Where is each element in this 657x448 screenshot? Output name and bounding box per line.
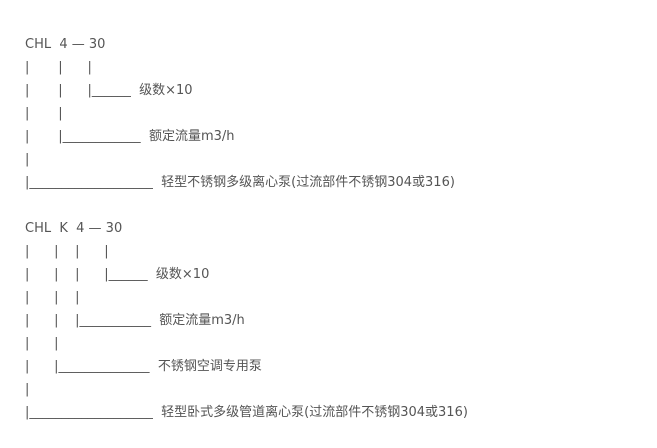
pump-type-line: |___________________ 轻型卧式多级管道离心泵(过流部件不锈钢…	[25, 405, 468, 420]
diagram-line: | | | |	[25, 244, 109, 259]
rated-flow-line: | |____________ 额定流量m3/h	[25, 129, 235, 144]
stage-count-line: | | | |______ 级数×10	[25, 267, 210, 282]
diagram-line: | |	[25, 106, 63, 121]
diagram-line: | | |	[25, 290, 80, 305]
ac-pump-line: | |______________ 不锈钢空调专用泵	[25, 359, 262, 374]
diagram-line: | |	[25, 336, 59, 351]
rated-flow-line: | | |___________ 额定流量m3/h	[25, 313, 245, 328]
diagram-line: |	[25, 152, 30, 167]
diagram-line: |	[25, 382, 30, 397]
pump-type-line: |___________________ 轻型不锈钢多级离心泵(过流部件不锈钢3…	[25, 175, 455, 190]
model-code-chlk: CHL K 4 — 30	[25, 221, 123, 236]
stage-count-line: | | |______ 级数×10	[25, 83, 193, 98]
model-code-chl: CHL 4 — 30	[25, 37, 106, 52]
diagram-line: | | |	[25, 60, 92, 75]
